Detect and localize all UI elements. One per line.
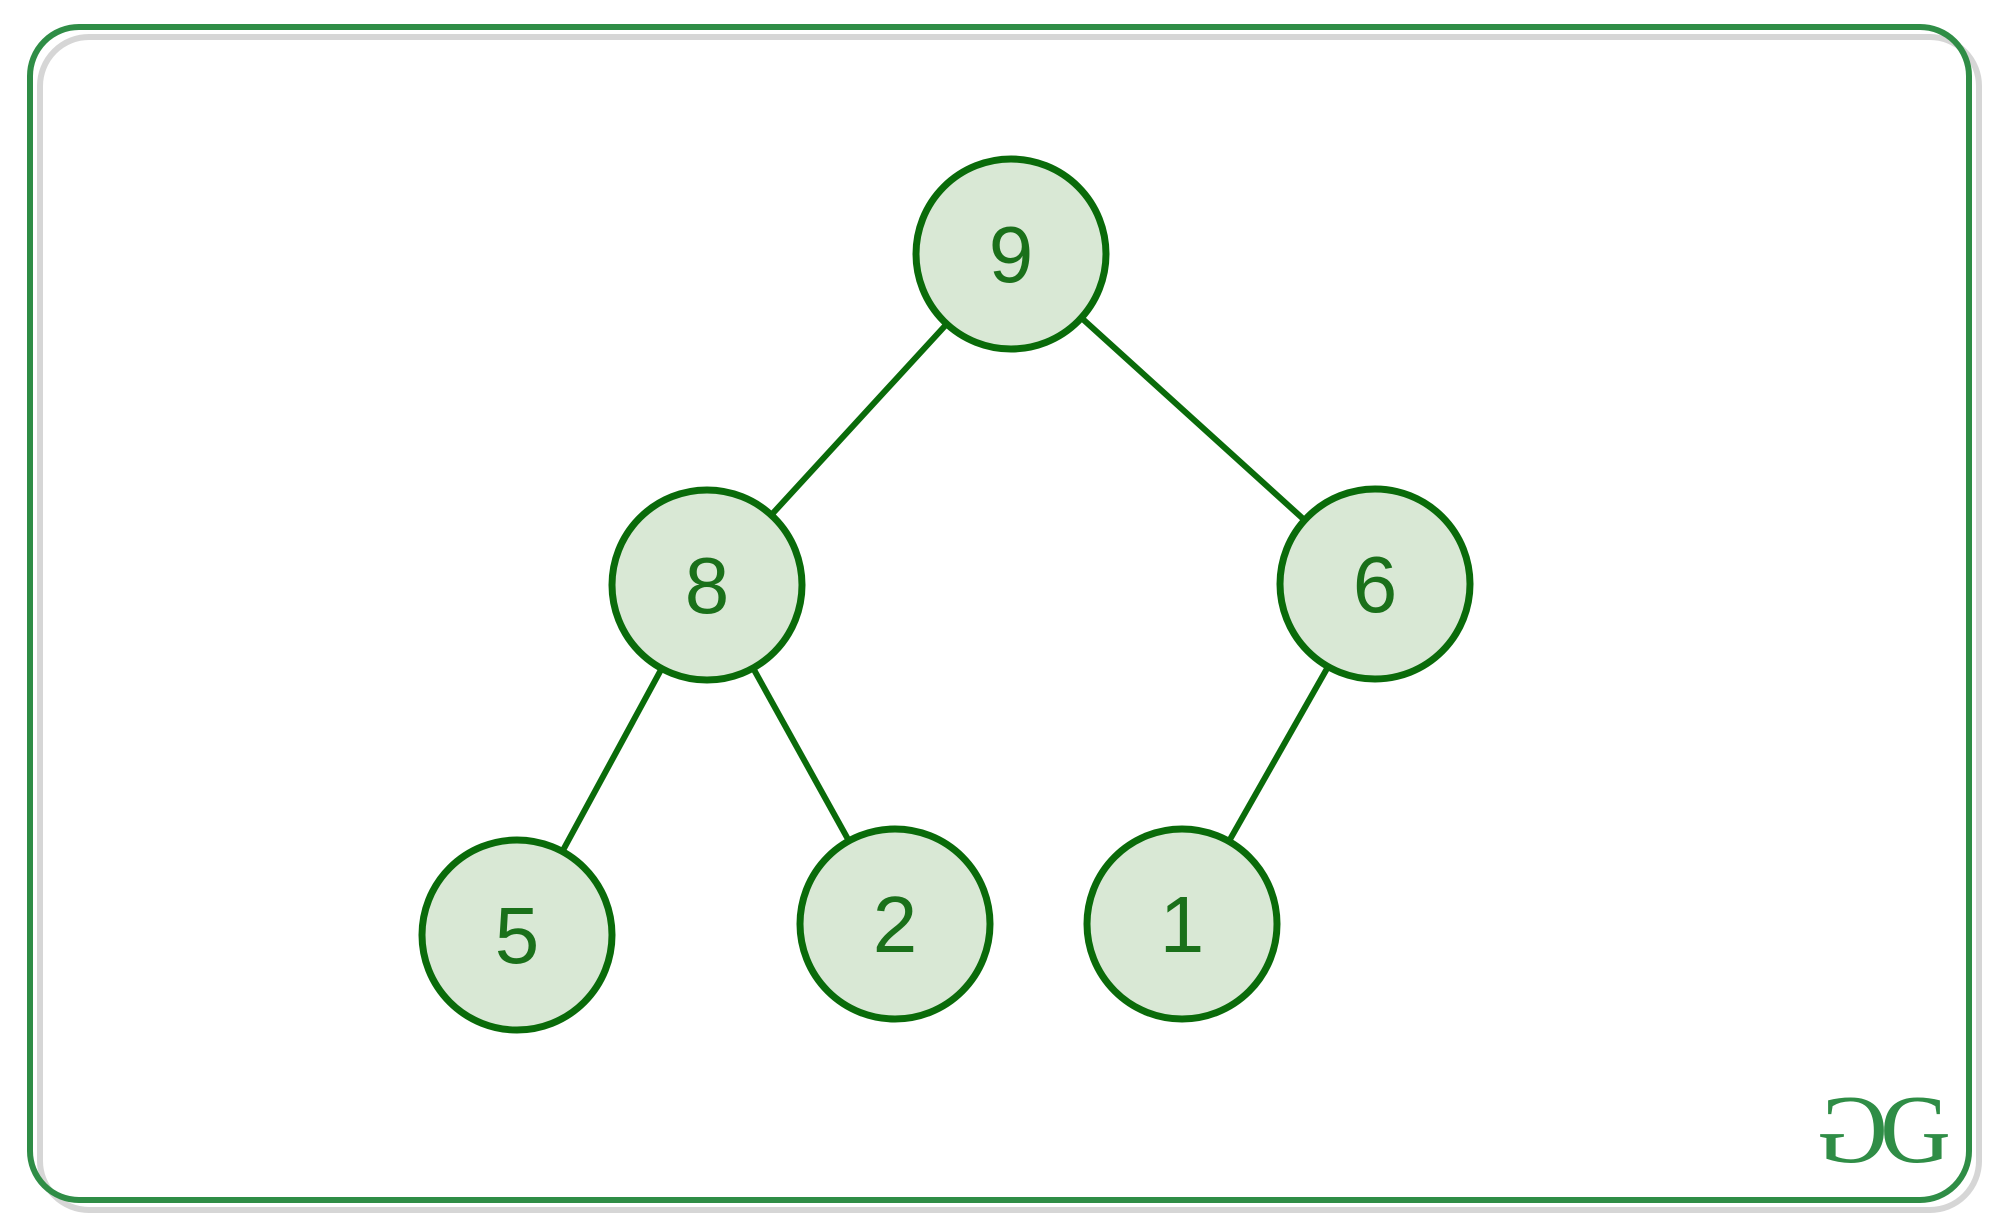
tree-nodes-layer: 9 8 6 5 2 1 <box>418 155 1474 1034</box>
tree-node-2: 2 <box>796 825 994 1023</box>
tree-node-circle-2 <box>796 825 994 1023</box>
tree-node-label-9: 9 <box>989 210 1034 299</box>
tree-node-circle-8 <box>608 486 806 684</box>
tree-node-label-1: 1 <box>1160 880 1205 969</box>
tree-node-label-5: 5 <box>495 891 540 980</box>
tree-node-9: 9 <box>912 155 1110 353</box>
tree-node-circle-5 <box>418 836 616 1034</box>
tree-node-circle-1 <box>1083 825 1281 1023</box>
tree-node-label-8: 8 <box>685 541 730 630</box>
frame-border-outline <box>27 24 1972 1203</box>
tree-node-6: 6 <box>1276 485 1474 683</box>
tree-node-5: 5 <box>418 836 616 1034</box>
logo-g-glyph: G <box>1880 1076 1951 1184</box>
logo-flipped-g-glyph: G <box>1821 1076 1889 1184</box>
geeksforgeeks-logo: GG <box>1821 1076 1951 1184</box>
frame-shadow-outline <box>37 34 1982 1213</box>
tree-node-label-2: 2 <box>873 880 918 969</box>
tree-node-circle-9 <box>912 155 1110 353</box>
tree-node-label-6: 6 <box>1353 540 1398 629</box>
tree-node-1: 1 <box>1083 825 1281 1023</box>
tree-node-circle-6 <box>1276 485 1474 683</box>
tree-node-8: 8 <box>608 486 806 684</box>
